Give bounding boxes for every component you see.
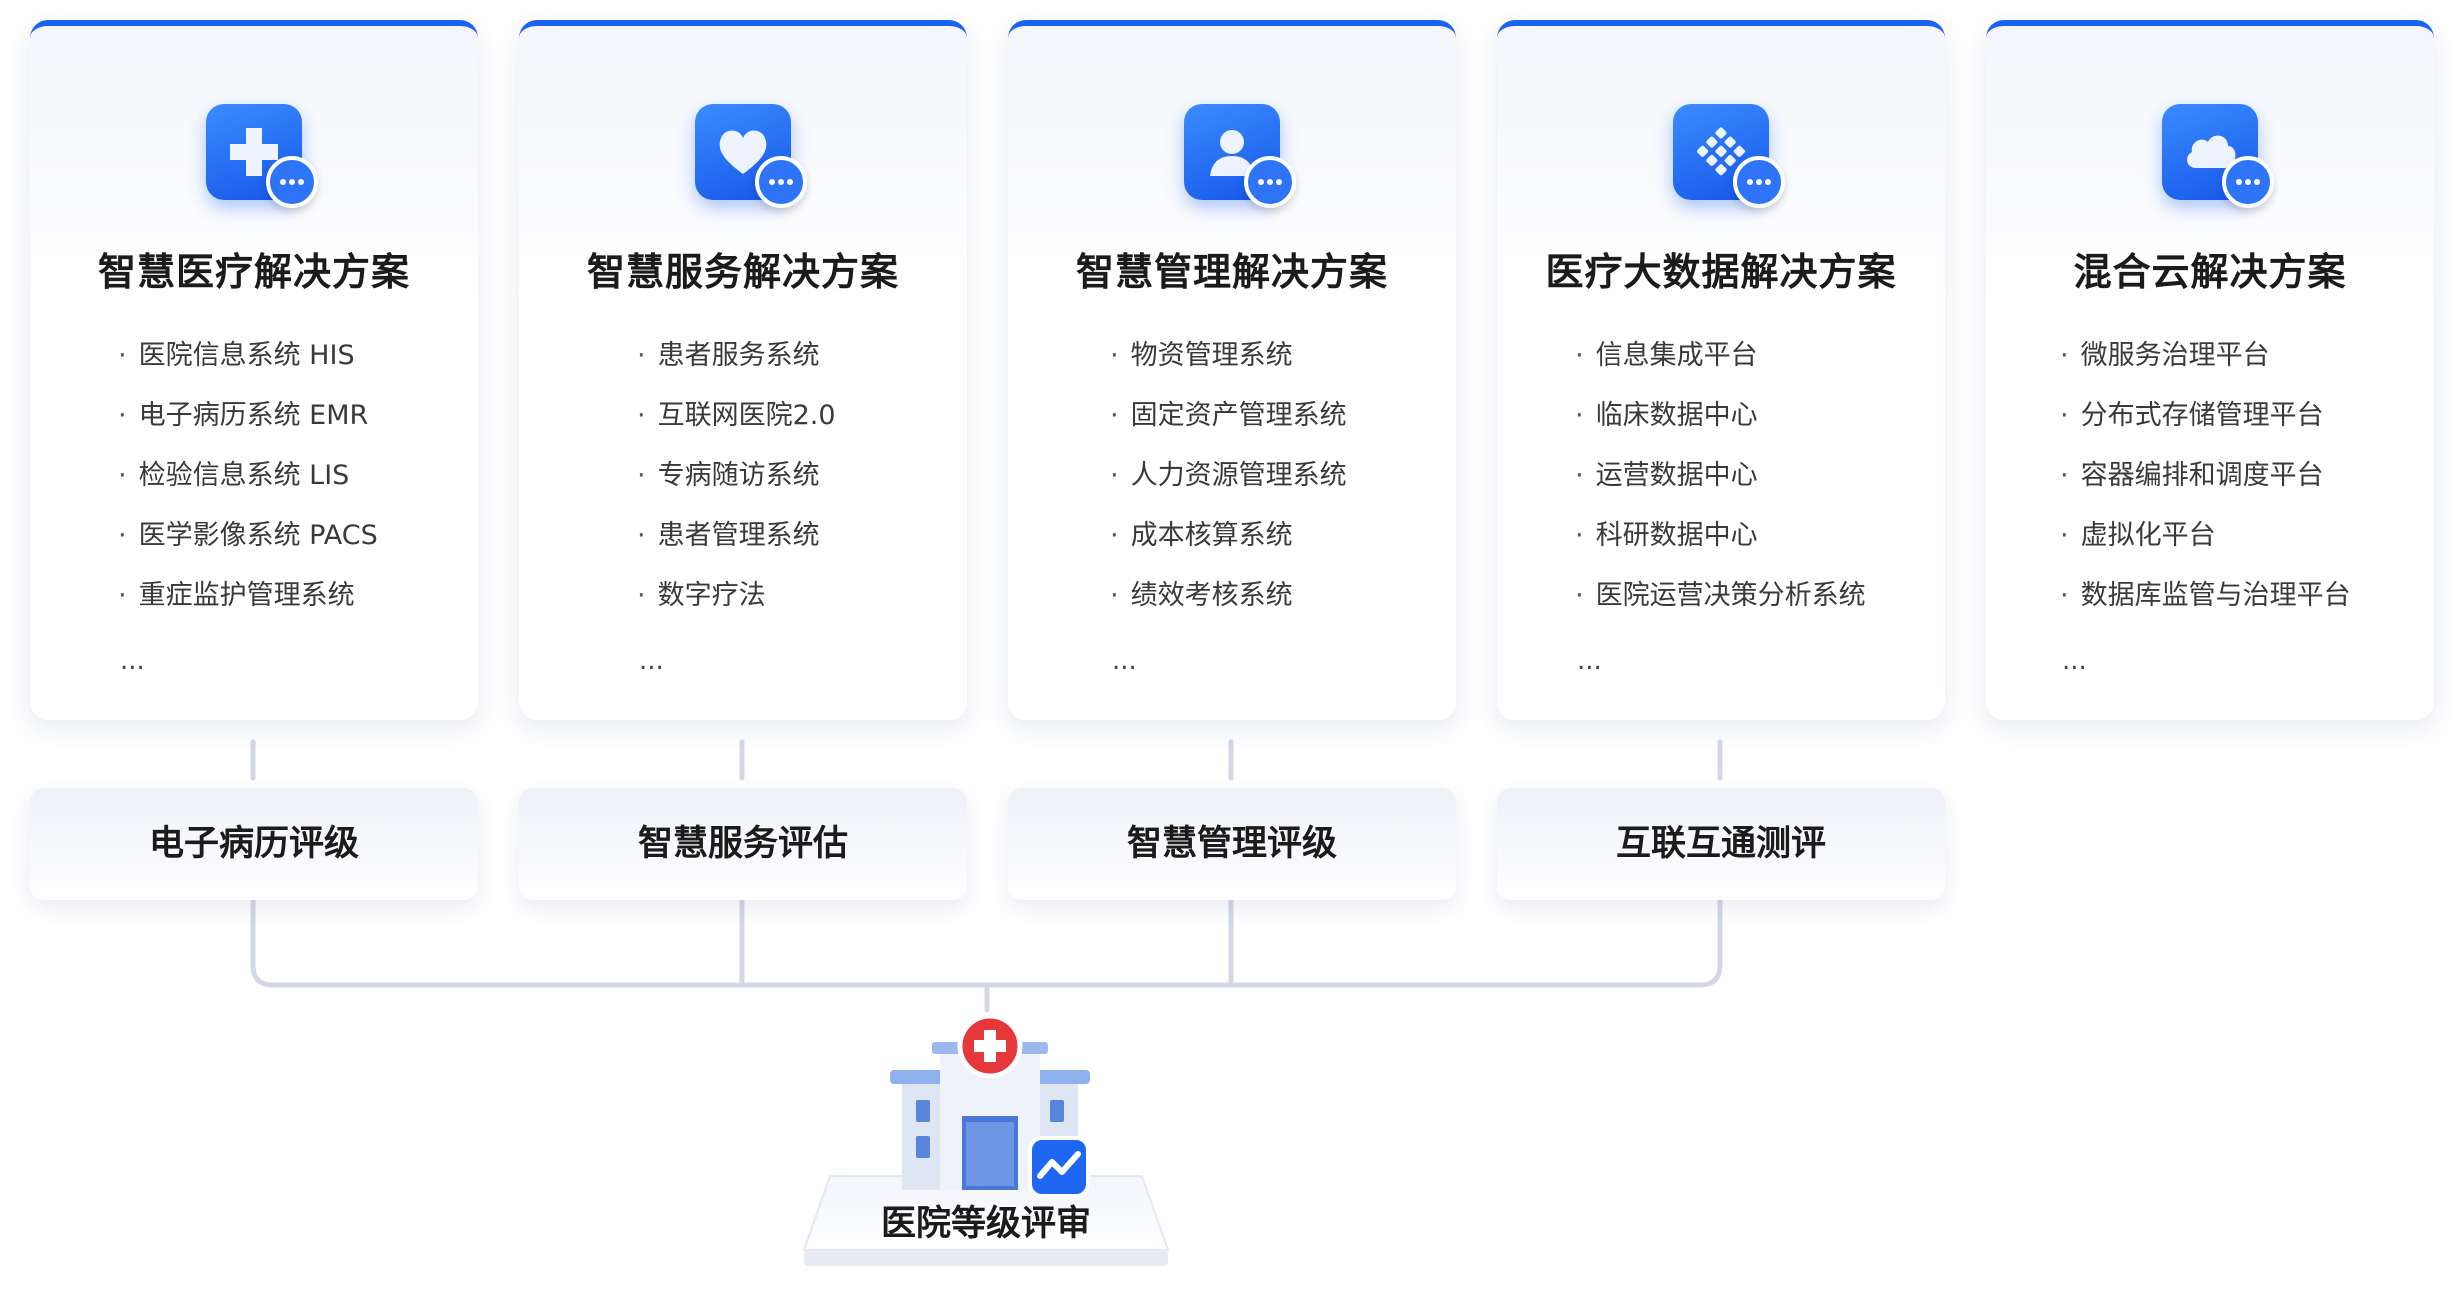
trend-chart-icon	[1037, 1151, 1081, 1179]
list-item: 虚拟化平台	[2060, 506, 2351, 566]
more-ellipsis: ...	[120, 646, 145, 676]
cloud-icon	[2162, 104, 2274, 208]
list-item: 人力资源管理系统	[1110, 446, 1347, 506]
list-item: 医院信息系统 HIS	[118, 326, 378, 386]
list-item: 检验信息系统 LIS	[118, 446, 378, 506]
list-item: 医学影像系统 PACS	[118, 506, 378, 566]
heart-icon	[695, 104, 807, 208]
data-grid-icon	[1673, 104, 1785, 208]
chat-bubble-icon	[755, 156, 807, 208]
medical-cross-icon	[206, 104, 318, 208]
eval-smart-service[interactable]: 智慧服务评估	[519, 788, 967, 900]
eval-smart-management[interactable]: 智慧管理评级	[1008, 788, 1456, 900]
card-title: 混合云解决方案	[2073, 250, 2347, 294]
person-icon	[1184, 104, 1296, 208]
eval-interoperability[interactable]: 互联互通测评	[1497, 788, 1945, 900]
list-item: 患者服务系统	[637, 326, 836, 386]
chat-bubble-icon	[1244, 156, 1296, 208]
solution-card-medical[interactable]: 智慧医疗解决方案 医院信息系统 HIS 电子病历系统 EMR 检验信息系统 LI…	[30, 20, 478, 720]
list-item: 容器编排和调度平台	[2060, 446, 2351, 506]
list-item: 患者管理系统	[637, 506, 836, 566]
list-item: 科研数据中心	[1575, 506, 1866, 566]
list-item: 信息集成平台	[1575, 326, 1866, 386]
more-ellipsis: ...	[1577, 646, 1602, 676]
chat-bubble-icon	[1733, 156, 1785, 208]
list-item: 固定资产管理系统	[1110, 386, 1347, 446]
more-ellipsis: ...	[2062, 646, 2087, 676]
item-list: 患者服务系统 互联网医院2.0 专病随访系统 患者管理系统 数字疗法	[637, 326, 836, 626]
list-item: 绩效考核系统	[1110, 566, 1347, 626]
card-title: 医疗大数据解决方案	[1545, 250, 1897, 294]
more-ellipsis: ...	[639, 646, 664, 676]
list-item: 分布式存储管理平台	[2060, 386, 2351, 446]
list-item: 互联网医院2.0	[637, 386, 836, 446]
list-item: 运营数据中心	[1575, 446, 1866, 506]
list-item: 医院运营决策分析系统	[1575, 566, 1866, 626]
solution-card-service[interactable]: 智慧服务解决方案 患者服务系统 互联网医院2.0 专病随访系统 患者管理系统 数…	[519, 20, 967, 720]
solution-card-bigdata[interactable]: 医疗大数据解决方案 信息集成平台 临床数据中心 运营数据中心 科研数据中心 医院…	[1497, 20, 1945, 720]
item-list: 信息集成平台 临床数据中心 运营数据中心 科研数据中心 医院运营决策分析系统	[1575, 326, 1866, 626]
card-title: 智慧医疗解决方案	[97, 250, 410, 294]
solution-card-management[interactable]: 智慧管理解决方案 物资管理系统 固定资产管理系统 人力资源管理系统 成本核算系统…	[1008, 20, 1456, 720]
list-item: 数据库监管与治理平台	[2060, 566, 2351, 626]
list-item: 成本核算系统	[1110, 506, 1347, 566]
hospital-icon	[890, 1013, 1090, 1198]
solution-card-hybrid-cloud[interactable]: 混合云解决方案 微服务治理平台 分布式存储管理平台 容器编排和调度平台 虚拟化平…	[1986, 20, 2434, 720]
item-list: 医院信息系统 HIS 电子病历系统 EMR 检验信息系统 LIS 医学影像系统 …	[118, 326, 378, 626]
item-list: 微服务治理平台 分布式存储管理平台 容器编排和调度平台 虚拟化平台 数据库监管与…	[2060, 326, 2351, 626]
list-item: 临床数据中心	[1575, 386, 1866, 446]
list-item: 专病随访系统	[637, 446, 836, 506]
list-item: 微服务治理平台	[2060, 326, 2351, 386]
card-title: 智慧管理解决方案	[1075, 250, 1388, 294]
more-ellipsis: ...	[1112, 646, 1137, 676]
chat-bubble-icon	[266, 156, 318, 208]
card-title: 智慧服务解决方案	[586, 250, 899, 294]
chat-bubble-icon	[2222, 156, 2274, 208]
list-item: 重症监护管理系统	[118, 566, 378, 626]
hospital-rating-label: 医院等级评审	[880, 1204, 1091, 1244]
list-item: 物资管理系统	[1110, 326, 1347, 386]
list-item: 电子病历系统 EMR	[118, 386, 378, 446]
list-item: 数字疗法	[637, 566, 836, 626]
eval-emr-rating[interactable]: 电子病历评级	[30, 788, 478, 900]
item-list: 物资管理系统 固定资产管理系统 人力资源管理系统 成本核算系统 绩效考核系统	[1110, 326, 1347, 626]
